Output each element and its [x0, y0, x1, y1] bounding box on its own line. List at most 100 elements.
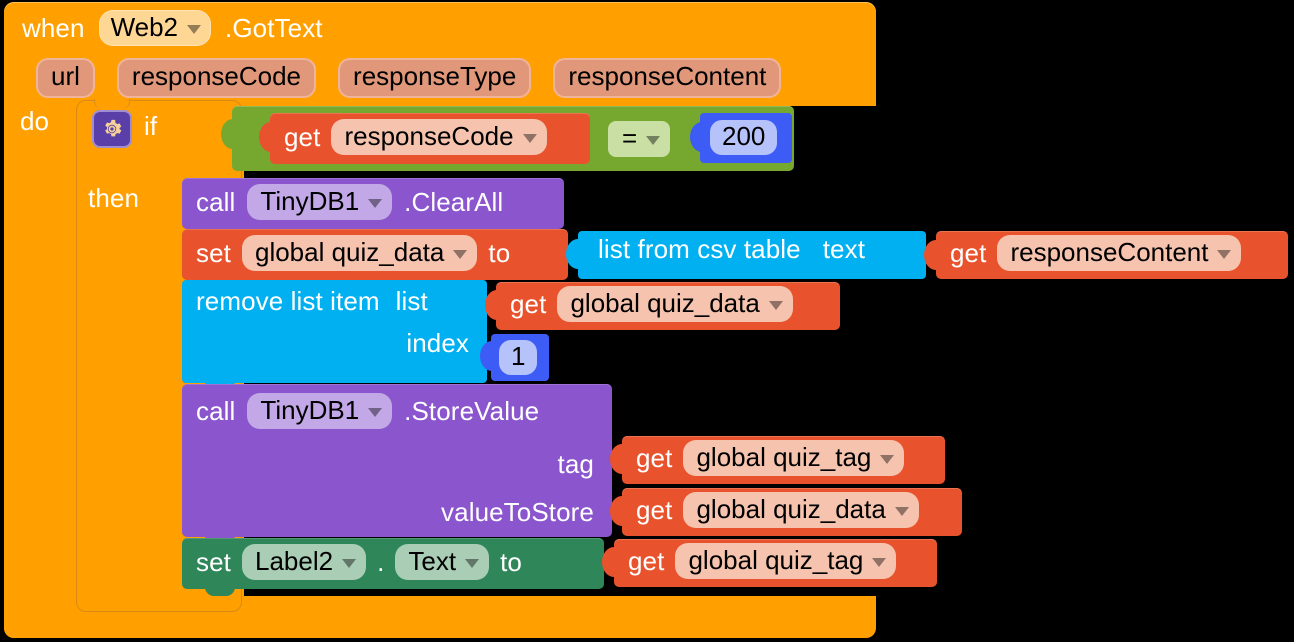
- get-global-quiz-data-plug-1: [485, 290, 499, 320]
- get-responsecode-plug: [259, 122, 273, 152]
- operator-dropdown-equals[interactable]: =: [608, 121, 671, 158]
- get-responsecode-block[interactable]: get responseCode: [270, 113, 590, 164]
- get-global-quiz-data-block-1[interactable]: get global quiz_data: [496, 282, 840, 330]
- clearall-top-bump: [205, 173, 235, 182]
- dot-separator: .: [377, 547, 385, 578]
- property-dropdown-text[interactable]: Text: [395, 544, 490, 581]
- component-dropdown-value: TinyDB1: [260, 186, 360, 216]
- to-label: to: [500, 547, 522, 578]
- chevron-down-icon: [453, 249, 468, 259]
- component-dropdown-value: TinyDB1: [260, 395, 360, 425]
- variable-dropdown-value: global quiz_data: [570, 288, 760, 318]
- chevron-down-icon: [880, 454, 895, 464]
- chevron-down-icon: [872, 557, 887, 567]
- get-label: get: [636, 495, 673, 526]
- get-global-quiz-tag-plug-1: [610, 444, 624, 474]
- list-from-csv-plug: [566, 239, 580, 269]
- component-dropdown-value: Label2: [254, 546, 334, 576]
- chevron-down-icon: [465, 558, 480, 568]
- event-param-responsecode[interactable]: responseCode: [116, 58, 317, 98]
- set-label2-text-block[interactable]: set Label2 . Text to: [182, 538, 604, 589]
- variable-dropdown-value: responseContent: [1010, 237, 1209, 267]
- event-parameters: url responseCode responseType responseCo…: [36, 58, 782, 98]
- get-responsecontent-block[interactable]: get responseContent: [936, 231, 1288, 279]
- chevron-down-icon: [768, 300, 783, 310]
- set-label2-bottom-bump: [205, 587, 235, 596]
- event-param-responsetype[interactable]: responseType: [338, 58, 532, 98]
- variable-dropdown-global-quiz-data-2[interactable]: global quiz_data: [683, 492, 919, 529]
- variable-dropdown-value: responseCode: [344, 121, 514, 151]
- get-global-quiz-tag-block-1[interactable]: get global quiz_tag: [622, 436, 945, 484]
- get-label: get: [284, 122, 321, 153]
- compare-block-plug: [221, 119, 235, 149]
- call-tinydb1-clearall-block[interactable]: call TinyDB1 .ClearAll: [182, 178, 564, 229]
- variable-dropdown-global-quiz-data[interactable]: global quiz_data: [241, 235, 478, 272]
- get-label: get: [628, 546, 665, 577]
- math-number-1-block[interactable]: 1: [491, 334, 549, 381]
- remove-list-item-block[interactable]: remove list item list index: [182, 280, 487, 383]
- set-label: set: [196, 547, 231, 578]
- event-header-row: when Web2 .GotText: [22, 10, 323, 47]
- list-from-csv-table-block[interactable]: list from csv table text: [578, 231, 926, 279]
- get-label: get: [510, 289, 547, 320]
- gear-icon[interactable]: [92, 110, 132, 148]
- variable-dropdown-global-quiz-tag[interactable]: global quiz_tag: [683, 440, 905, 477]
- number-field-200[interactable]: 200: [710, 120, 778, 155]
- text-arg-label: text: [822, 234, 866, 264]
- get-global-quiz-data-plug-2: [610, 496, 624, 526]
- tag-arg-label: tag: [557, 449, 594, 480]
- chevron-down-icon: [1217, 249, 1232, 259]
- chevron-down-icon: [187, 24, 202, 34]
- then-label: then: [88, 183, 140, 213]
- variable-dropdown-value: global quiz_tag: [696, 442, 872, 472]
- valuetostore-arg-label: valueToStore: [441, 497, 594, 528]
- chevron-down-icon: [522, 133, 537, 143]
- variable-dropdown-global-quiz-data[interactable]: global quiz_data: [557, 286, 793, 323]
- number-field-1[interactable]: 1: [499, 340, 538, 375]
- index-arg-label: index: [406, 328, 469, 358]
- remove-list-item-label: remove list item: [196, 286, 380, 316]
- do-label: do: [20, 106, 50, 136]
- get-global-quiz-tag-plug-2: [602, 547, 616, 577]
- component-dropdown-label2[interactable]: Label2: [241, 544, 367, 581]
- get-global-quiz-data-block-2[interactable]: get global quiz_data: [622, 488, 962, 536]
- chevron-down-icon: [368, 198, 383, 208]
- get-global-quiz-tag-block-2[interactable]: get global quiz_tag: [614, 539, 937, 587]
- chevron-down-icon: [368, 407, 383, 417]
- chevron-down-icon: [646, 135, 661, 145]
- component-dropdown-value: Web2: [110, 12, 179, 42]
- call-label: call: [196, 187, 236, 218]
- component-dropdown-web2[interactable]: Web2: [98, 10, 212, 47]
- if-block-top-notch: [94, 99, 130, 109]
- list-from-csv-table-label: list from csv table: [598, 234, 801, 264]
- call-label: call: [196, 396, 236, 427]
- variable-dropdown-value: global quiz_tag: [688, 545, 864, 575]
- when-label: when: [22, 13, 85, 44]
- variable-dropdown-value: global quiz_data: [254, 237, 445, 267]
- if-label: if: [144, 111, 158, 141]
- component-dropdown-tinydb1-storevalue[interactable]: TinyDB1: [247, 393, 393, 430]
- variable-dropdown-responsecode[interactable]: responseCode: [331, 119, 547, 156]
- to-label: to: [488, 238, 511, 269]
- get-responsecontent-plug: [924, 240, 938, 270]
- variable-dropdown-global-quiz-tag-2[interactable]: global quiz_tag: [675, 543, 897, 580]
- method-name-label: .ClearAll: [404, 187, 504, 218]
- method-name-label: .StoreValue: [404, 396, 540, 427]
- get-label: get: [636, 443, 673, 474]
- chevron-down-icon: [342, 558, 357, 568]
- get-label: get: [950, 238, 987, 269]
- set-global-quiz-data-block[interactable]: set global quiz_data to: [182, 229, 568, 280]
- operator-dropdown-value: =: [622, 123, 638, 153]
- number-1-plug: [480, 341, 494, 371]
- event-param-responsecontent[interactable]: responseContent: [553, 58, 782, 98]
- event-name-label: .GotText: [225, 13, 323, 44]
- variable-dropdown-responsecontent[interactable]: responseContent: [997, 235, 1242, 272]
- set-label: set: [196, 238, 231, 269]
- chevron-down-icon: [894, 506, 909, 516]
- call-tinydb1-storevalue-block[interactable]: call TinyDB1 .StoreValue tag valueToStor…: [182, 384, 612, 537]
- event-param-url[interactable]: url: [36, 58, 95, 98]
- math-number-200-block[interactable]: 200: [700, 113, 792, 163]
- component-dropdown-tinydb1[interactable]: TinyDB1: [247, 184, 393, 221]
- list-arg-label: list: [395, 286, 428, 316]
